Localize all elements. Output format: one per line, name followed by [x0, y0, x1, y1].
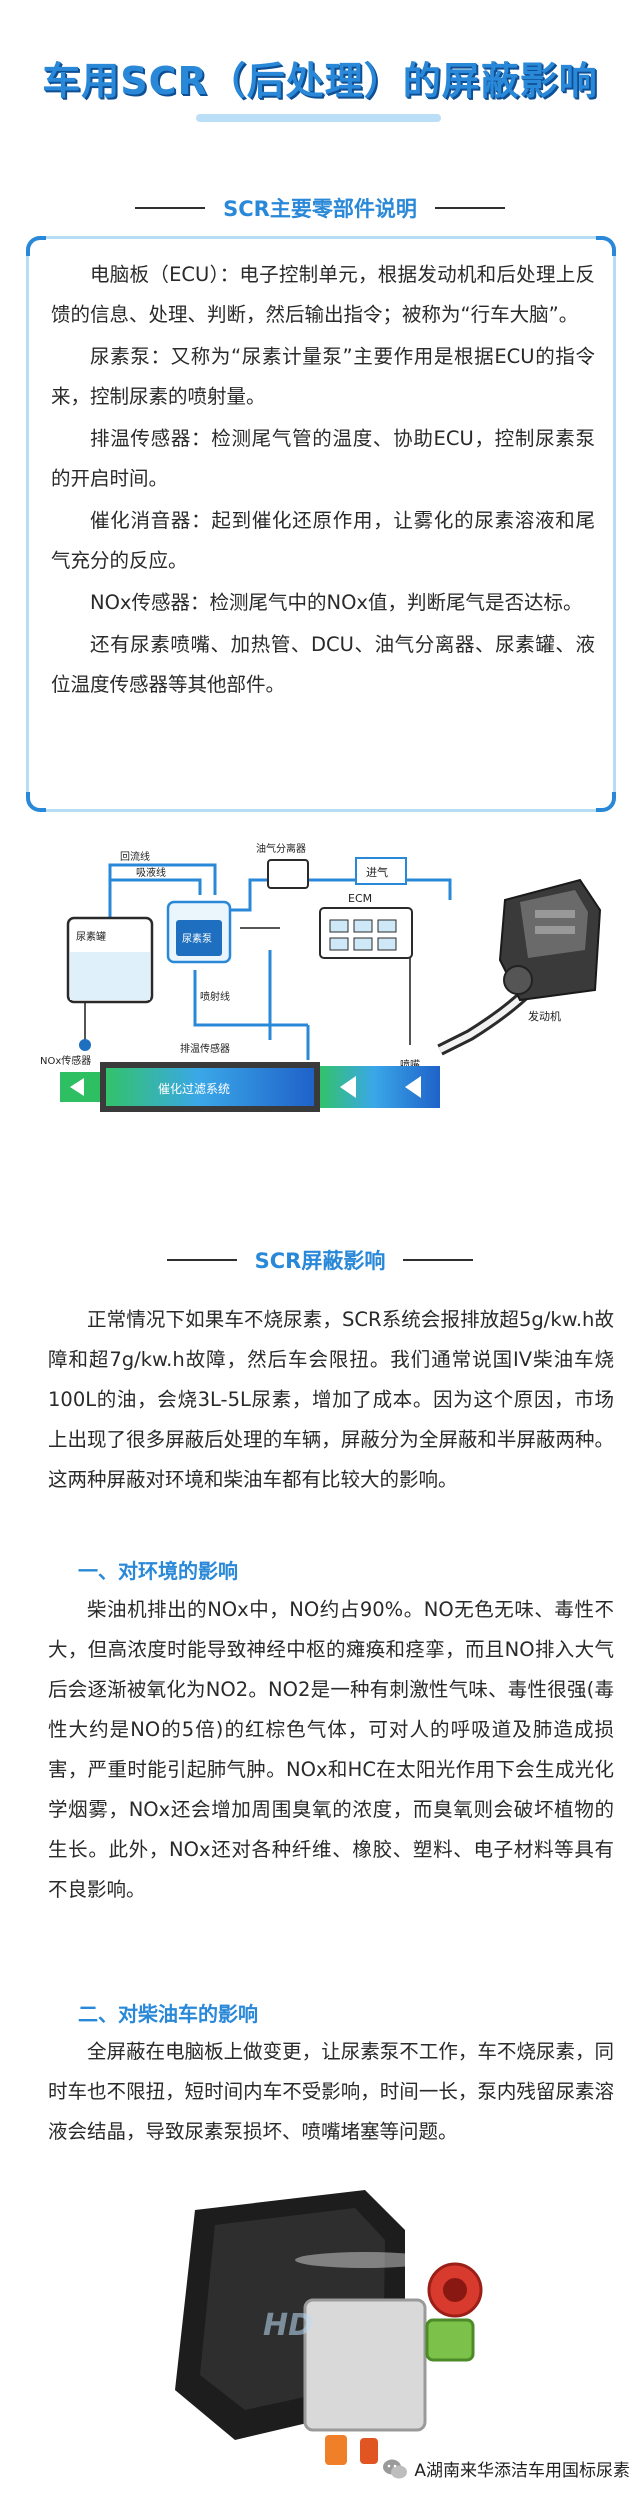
watermark-text: A湖南来华添洁车用国标尿素	[414, 2461, 630, 2481]
page-title: 车用SCR（后处理）的屏蔽影响	[42, 59, 598, 103]
nox-sensor-node	[79, 1039, 91, 1051]
ecm-port	[377, 937, 397, 951]
exhaust-temp-sensor-label: 排温传感器	[180, 1042, 230, 1055]
panel-corner	[596, 236, 616, 256]
subheading-diesel-vehicle: 二、对柴油车的影响	[78, 2002, 258, 2026]
component-catalytic-muffler: 催化消音器：起到催化还原作用，让雾化的尿素溶液和尾气充分的反应。	[51, 509, 595, 572]
divider	[434, 207, 505, 209]
intake-box	[355, 857, 407, 885]
suction-line-pipe	[108, 878, 202, 918]
flow-arrow-icon	[340, 1076, 356, 1098]
suction-line-label: 吸液线	[136, 866, 166, 879]
panel-corner	[596, 792, 616, 812]
divider	[166, 1259, 237, 1261]
divider	[403, 1259, 474, 1261]
ecm-port	[353, 919, 373, 933]
watermark-band	[295, 2252, 435, 2268]
ecm-port	[329, 919, 349, 933]
component-urea-pump: 尿素泵：又称为“尿素计量泵”主要作用是根据ECU的指令来，控制尿素的喷射量。	[51, 345, 595, 408]
divider	[135, 207, 206, 209]
ecm-port	[329, 937, 349, 951]
page-title-block: 车用SCR（后处理）的屏蔽影响	[0, 50, 640, 130]
section-heading-text: SCR屏蔽影响	[254, 1249, 386, 1273]
product-logo-watermark: HD	[263, 2308, 313, 2343]
environment-impact: 柴油机排出的NOx中，NO约占90%。NO无色无味、毒性不大，但高浓度时能导致神…	[48, 1590, 614, 1910]
shielding-intro: 正常情况下如果车不烧尿素，SCR系统会报排放超5g/kw.h故障和超7g/kw.…	[48, 1300, 614, 1500]
flow-arrow-icon	[70, 1078, 84, 1096]
sensor-cable	[80, 1002, 86, 1046]
urea-pump-label: 尿素泵	[182, 932, 212, 945]
component-nox-sensor: NOx传感器：检测尾气中的NOx值，判断尾气是否达标。	[90, 591, 583, 614]
intake-label: 进气	[366, 865, 388, 879]
ecm-label: ECM	[348, 892, 372, 905]
component-ecu: 电脑板（ECU）：电子控制单元，根据发动机和后处理上反馈的信息、处理、判断，然后…	[51, 263, 595, 326]
section-heading-shielding: SCR屏蔽影响	[0, 1240, 640, 1280]
orange-connector-icon	[325, 2435, 347, 2465]
component-others: 还有尿素喷嘴、加热管、DCU、油气分离器、尿素罐、液位温度传感器等其他部件。	[51, 633, 595, 696]
injection-line-label: 喷射线	[200, 990, 230, 1003]
engine-illustration	[498, 878, 602, 1002]
nox-sensor-label: NOx传感器	[40, 1054, 91, 1067]
environment-impact-text: 柴油机排出的NOx中，NO约占90%。NO无色无味、毒性不大，但高浓度时能导致神…	[48, 1598, 614, 1901]
shielding-intro-text: 正常情况下如果车不烧尿素，SCR系统会报排放超5g/kw.h故障和超7g/kw.…	[48, 1308, 614, 1491]
oil-gas-separator	[267, 859, 309, 889]
components-panel: 电脑板（ECU）：电子控制单元，根据发动机和后处理上反馈的信息、处理、判断，然后…	[26, 236, 616, 812]
wechat-icon	[383, 2459, 408, 2478]
mixing-pipe	[320, 1066, 440, 1108]
scr-system-diagram: 尿素罐 尿素泵 ECM 油气分离器 进气 回流线 吸液线 喷射线 发动机 NOx…	[40, 842, 602, 1112]
ecm-port	[377, 919, 397, 933]
orange-connector-icon	[360, 2438, 378, 2464]
catalytic-core	[106, 1068, 314, 1106]
catalytic-system-label: 催化过滤系统	[158, 1082, 230, 1096]
panel-corner	[26, 236, 46, 256]
pump-filter-block	[303, 2298, 427, 2432]
urea-pump-product-image: HD	[175, 2190, 483, 2465]
oil-gas-separator-label: 油气分离器	[256, 842, 306, 855]
vehicle-impact: 全屏蔽在电脑板上做变更，让尿素泵不工作，车不烧尿素，同时车也不限扭，短时间内车不…	[48, 2032, 614, 2152]
vehicle-impact-text: 全屏蔽在电脑板上做变更，让尿素泵不工作，车不烧尿素，同时车也不限扭，短时间内车不…	[48, 2040, 614, 2143]
urea-tank-label: 尿素罐	[76, 930, 106, 943]
ecm-port	[353, 937, 373, 951]
component-exhaust-temp-sensor: 排温传感器：检测尾气管的温度、协助ECU，控制尿素泵的开启时间。	[51, 427, 595, 490]
section-heading-text: SCR主要零部件说明	[223, 197, 417, 221]
flow-arrow-icon	[405, 1076, 421, 1098]
wechat-watermark: A湖南来华添洁车用国标尿素	[382, 2456, 630, 2481]
subheading-environment: 一、对环境的影响	[78, 1559, 238, 1583]
panel-corner	[26, 792, 46, 812]
red-connector-core	[443, 2278, 467, 2302]
title-accent	[196, 114, 441, 122]
urea-tank-fluid	[70, 952, 150, 1000]
return-line-label: 回流线	[120, 850, 150, 863]
urea-pump-body	[176, 920, 222, 956]
green-connector-icon	[425, 2318, 475, 2362]
section-heading-components: SCR主要零部件说明	[0, 188, 640, 228]
engine-label: 发动机	[528, 1009, 561, 1023]
air-line-pipe	[215, 878, 452, 912]
